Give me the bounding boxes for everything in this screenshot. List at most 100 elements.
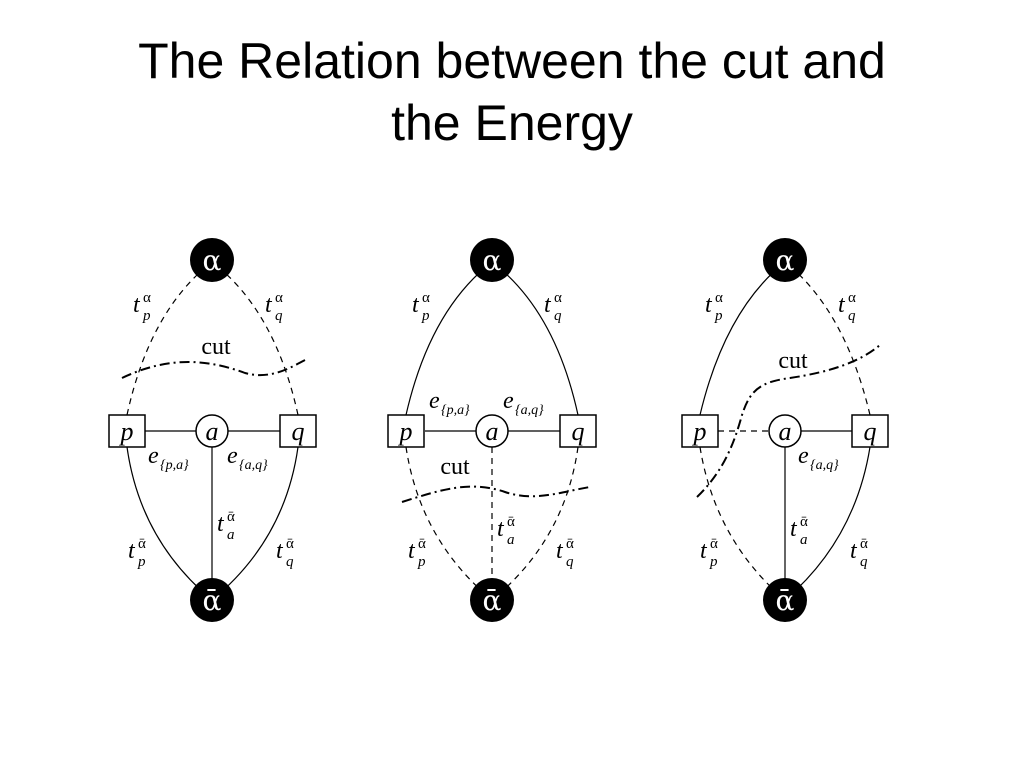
e-letter: e <box>798 443 809 469</box>
t-sub: p <box>417 554 426 570</box>
t-letter: t <box>133 292 141 318</box>
source-symbol: α <box>776 244 795 277</box>
tlink-p-alpha <box>699 261 786 416</box>
e-letter: e <box>503 388 514 414</box>
t-letter: t <box>850 538 858 564</box>
sink-node <box>190 578 234 622</box>
t-sub: p <box>421 308 430 324</box>
cut-curve <box>696 344 881 498</box>
sink-node <box>470 578 514 622</box>
t-letter: t <box>700 538 708 564</box>
cut-curve <box>401 485 591 503</box>
t-letter: t <box>790 516 798 542</box>
t-sub: q <box>848 308 856 324</box>
tlink-q-alpha <box>784 261 871 416</box>
t-letter: t <box>276 538 284 564</box>
t-sub: p <box>709 554 718 570</box>
cut-curve <box>121 359 306 379</box>
pixel-node-q <box>559 414 597 448</box>
t-letter: t <box>412 292 420 318</box>
t-sup: ᾱ <box>138 536 146 552</box>
source-node <box>190 238 234 282</box>
t-letter: t <box>705 292 713 318</box>
t-letter: t <box>497 516 505 542</box>
tlink-q-alpha <box>211 261 299 416</box>
e-pa-label: e{p,a} <box>148 443 189 473</box>
tlink-p-alpha <box>405 261 493 416</box>
t-letter: t <box>556 538 564 564</box>
t-sub: p <box>714 308 723 324</box>
pixel-node-q <box>851 414 889 448</box>
t-sup: ᾱ <box>860 536 868 552</box>
t-sub: p <box>142 308 151 324</box>
e-sub: {p,a} <box>441 403 470 418</box>
auxiliary-node-a-label: a <box>206 417 219 446</box>
source-symbol: α <box>203 244 222 277</box>
t-sub: q <box>275 308 283 324</box>
t-sup: α <box>554 290 562 306</box>
t-sup: α <box>422 290 430 306</box>
t-sup: ᾱ <box>800 514 808 530</box>
t-sub: p <box>137 554 146 570</box>
t-sup: α <box>275 290 283 306</box>
sink-symbol: ᾱ <box>203 584 222 617</box>
e-aq-label: e{a,q} <box>503 388 544 418</box>
e-letter: e <box>227 443 238 469</box>
t-letter: t <box>217 511 225 537</box>
title-line-1: The Relation between the cut and <box>138 33 886 89</box>
t-sub: q <box>860 554 868 570</box>
e-sub: {a,q} <box>515 403 544 418</box>
panel-2-nodes: α ᾱ p q a <box>387 238 597 622</box>
t-sub: q <box>286 554 294 570</box>
sink-node <box>763 578 807 622</box>
t-letter: t <box>128 538 136 564</box>
t-sup: ᾱ <box>507 514 515 530</box>
pixel-node-q <box>279 414 317 448</box>
slide-title: The Relation between the cut and the Ene… <box>0 30 1024 154</box>
auxiliary-node-a-label: a <box>486 417 499 446</box>
auxiliary-node-a <box>475 414 509 448</box>
auxiliary-node-a-label: a <box>779 417 792 446</box>
t-letter: t <box>265 292 273 318</box>
t-letter: t <box>408 538 416 564</box>
cut-label: cut <box>778 348 808 374</box>
cut-label: cut <box>440 454 470 480</box>
e-aq-label: e{a,q} <box>227 443 268 473</box>
source-node <box>763 238 807 282</box>
tlink-q-alphabar <box>491 446 579 601</box>
t-letter: t <box>544 292 552 318</box>
source-symbol: α <box>483 244 502 277</box>
sink-symbol: ᾱ <box>483 584 502 617</box>
pixel-node-p <box>681 414 719 448</box>
t-sub: a <box>800 532 808 548</box>
t-sup: ᾱ <box>286 536 294 552</box>
t-sup: α <box>715 290 723 306</box>
e-letter: e <box>429 388 440 414</box>
pixel-node-q-label: q <box>864 417 877 446</box>
t-sup: α <box>143 290 151 306</box>
t-sub: a <box>227 527 235 543</box>
tlink-q-alphabar <box>211 446 299 601</box>
cut-label: cut <box>201 334 231 360</box>
t-sup: ᾱ <box>710 536 718 552</box>
t-sub: a <box>507 532 515 548</box>
t-sub: q <box>566 554 574 570</box>
tlink-p-alphabar <box>699 446 786 601</box>
